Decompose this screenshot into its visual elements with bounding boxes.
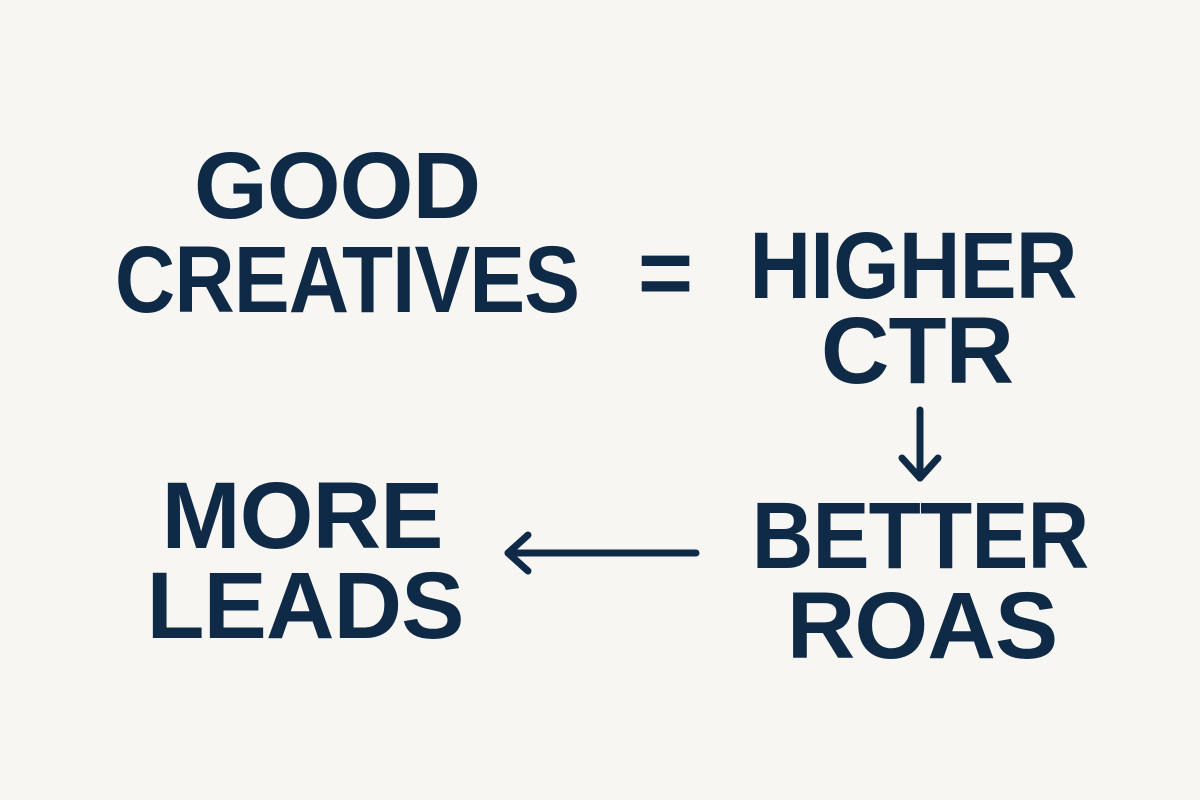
left-arrow-icon bbox=[504, 531, 700, 575]
label-higher: HIGHER bbox=[749, 213, 1077, 319]
label-more: MORE bbox=[161, 463, 444, 569]
label-roas: ROAS bbox=[786, 573, 1058, 679]
label-ctr: CTR bbox=[820, 298, 1014, 404]
label-leads: LEADS bbox=[146, 553, 465, 659]
label-creatives: CREATIVES bbox=[114, 227, 580, 333]
label-better: BETTER bbox=[751, 483, 1090, 589]
down-arrow-icon bbox=[898, 406, 942, 482]
equals-sign: = bbox=[637, 220, 693, 326]
label-good: GOOD bbox=[193, 133, 481, 239]
